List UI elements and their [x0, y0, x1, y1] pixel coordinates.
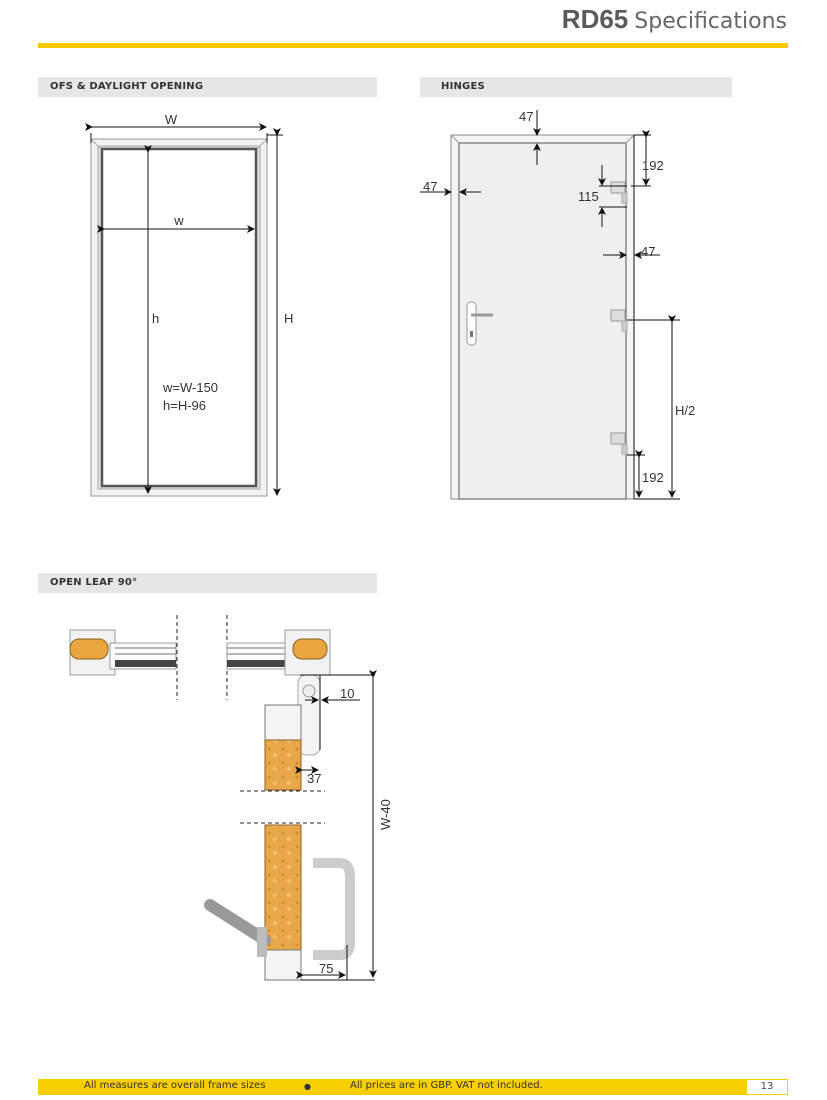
label-bottom-hinge-offset: 192 — [642, 470, 664, 485]
label-top-frame: 47 — [519, 109, 533, 124]
section-header-open-leaf: OPEN LEAF 90° — [38, 573, 377, 593]
footer-note-prices: All prices are in GBP. VAT not included. — [350, 1080, 543, 1091]
formula-width: w=W-150 — [162, 380, 218, 395]
label-inner-height: h — [152, 311, 159, 326]
label-left-frame: 47 — [423, 179, 437, 194]
footer-bar: All measures are overall frame sizes ● A… — [38, 1079, 746, 1095]
page-number: 13 — [746, 1079, 788, 1095]
label-right-frame: 47 — [641, 244, 655, 259]
label-clear-width: W-40 — [378, 799, 393, 830]
label-top-hinge-offset: 192 — [642, 158, 664, 173]
model-name: RD65 — [561, 4, 629, 34]
label-hinge-height: 115 — [578, 189, 599, 204]
footer-bullet: ● — [304, 1082, 311, 1091]
label-inner-width: w — [173, 213, 184, 228]
title-underline — [38, 43, 788, 48]
label-mid-hinge: H/2 — [675, 403, 695, 418]
page-subtitle: Specifications — [634, 9, 787, 34]
label-outer-width: W — [165, 112, 178, 127]
hinges-diagram: 47 47 47 192 115 H/2 192 — [420, 109, 695, 500]
ofs-daylight-diagram: W w h H w=W-150 h=H-96 — [85, 112, 293, 497]
label-outer-height: H — [284, 311, 293, 326]
label-hinge-gap: 10 — [340, 686, 354, 701]
open-leaf-diagram: 10 37 75 W-40 — [69, 615, 393, 981]
section-header-ofs: OFS & DAYLIGHT OPENING — [38, 77, 377, 97]
label-handle-clearance: 75 — [319, 961, 333, 976]
formula-height: h=H-96 — [163, 398, 206, 413]
section-header-hinges: HINGES — [420, 77, 732, 97]
footer-note-measures: All measures are overall frame sizes — [84, 1080, 266, 1091]
label-leaf-gap: 37 — [307, 771, 321, 786]
